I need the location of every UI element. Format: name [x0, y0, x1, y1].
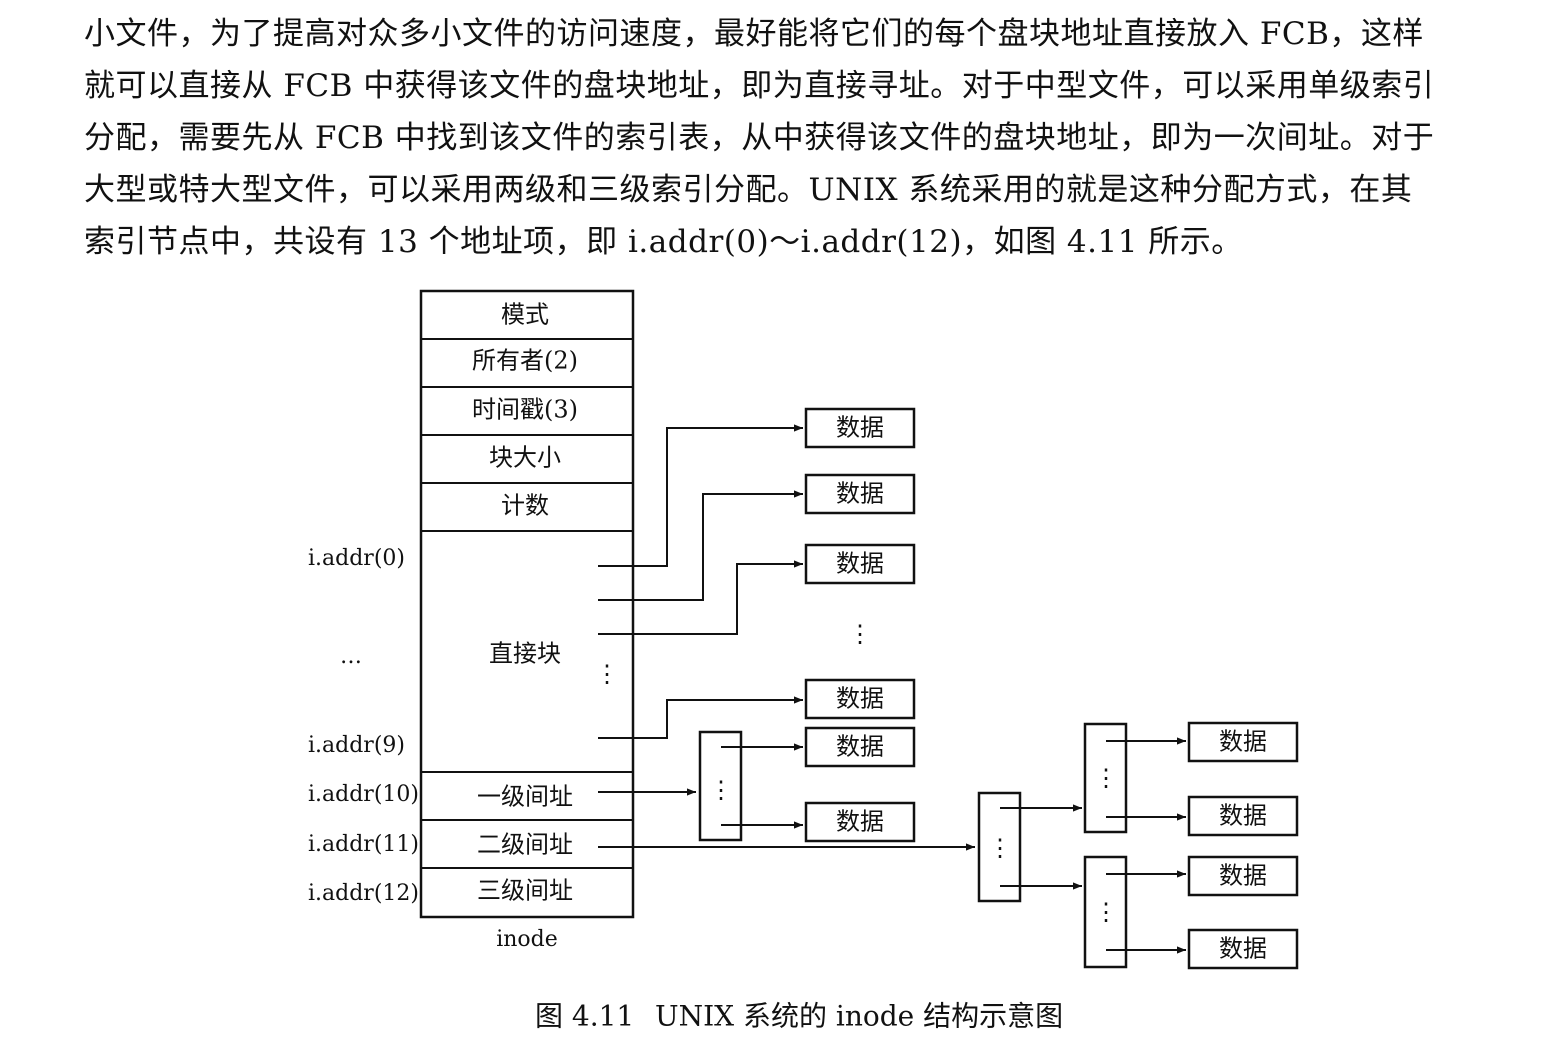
inode-field-count: 计数 — [501, 492, 549, 520]
inode-field-double-indirect: 二级间址 — [477, 831, 573, 859]
double-indirect-structure: ⋮ ⋮ ⋮ 数据 数据 数据 数据 — [598, 721, 1299, 970]
direct-block-ellipsis: ⋮ — [595, 660, 619, 688]
index-block — [977, 791, 1022, 903]
inode-outline — [419, 289, 635, 919]
data-block-label: 数据 — [836, 414, 884, 442]
data-block — [804, 726, 916, 768]
index-block-ellipsis: ⋮ — [709, 776, 733, 804]
paragraph-line: 小文件，为了提高对众多小文件的访问速度，最好能将它们的每个盘块地址直接放入 FC… — [84, 16, 1424, 52]
body-paragraph: 小文件，为了提高对众多小文件的访问速度，最好能将它们的每个盘块地址直接放入 FC… — [84, 8, 1524, 268]
inode-field-single-indirect: 一级间址 — [477, 783, 573, 811]
data-block — [1187, 795, 1299, 837]
data-block-label: 数据 — [836, 480, 884, 508]
addr-label-ellipsis: … — [340, 644, 362, 669]
index-block — [1083, 855, 1128, 969]
direct-pointers — [598, 424, 803, 739]
data-block-label: 数据 — [1219, 862, 1267, 890]
inode-field-direct-blocks: 直接块 — [489, 640, 561, 668]
inode-field-mode: 模式 — [501, 301, 549, 329]
data-block-label: 数据 — [836, 808, 884, 836]
paragraph-line: 索引节点中，共设有 13 个地址项，即 i.addr(0)～i.addr(12)… — [84, 224, 1243, 260]
addr-label-0: i.addr(0) — [308, 546, 405, 571]
data-block — [804, 801, 916, 843]
addr-label-9: i.addr(9) — [308, 733, 405, 758]
single-indirect-structure: ⋮ 数据 数据 — [598, 726, 916, 843]
figure-caption: UNIX 系统的 inode 结构示意图 — [655, 1000, 1063, 1033]
inode-field-timestamp: 时间戳(3) — [472, 396, 578, 424]
inode-field-triple-indirect: 三级间址 — [477, 877, 573, 905]
data-block-label: 数据 — [1219, 935, 1267, 963]
data-block-label: 数据 — [836, 550, 884, 578]
paragraph-line: 大型或特大型文件，可以采用两级和三级索引分配。UNIX 系统采用的就是这种分配方… — [84, 172, 1413, 208]
data-block — [804, 678, 916, 720]
addr-label-12: i.addr(12) — [308, 881, 419, 906]
data-block — [1187, 855, 1299, 897]
paragraph-line: 就可以直接从 FCB 中获得该文件的盘块地址，即为直接寻址。对于中型文件，可以采… — [84, 68, 1435, 104]
data-block — [1187, 721, 1299, 763]
index-block — [698, 730, 743, 842]
data-block-label: 数据 — [1219, 728, 1267, 756]
direct-data-blocks: 数据 数据 数据 ⋮ 数据 — [804, 407, 916, 720]
addr-label-11: i.addr(11) — [308, 832, 419, 857]
data-block — [1187, 928, 1299, 970]
inode-table — [419, 289, 635, 919]
data-block — [804, 407, 916, 449]
index-block-ellipsis: ⋮ — [1094, 898, 1118, 926]
index-block-ellipsis: ⋮ — [988, 834, 1012, 862]
data-block-label: 数据 — [1219, 802, 1267, 830]
data-ellipsis: ⋮ — [848, 620, 872, 648]
data-block — [804, 543, 916, 585]
inode-label: inode — [496, 927, 558, 952]
index-block-ellipsis: ⋮ — [1094, 764, 1118, 792]
data-block — [804, 473, 916, 515]
index-block — [1083, 722, 1128, 834]
data-block-label: 数据 — [836, 733, 884, 761]
addr-label-10: i.addr(10) — [308, 782, 419, 807]
figure-number: 图 4.11 — [535, 1000, 634, 1033]
inode-field-owner: 所有者(2) — [472, 347, 578, 375]
data-block-label: 数据 — [836, 685, 884, 713]
paragraph-line: 分配，需要先从 FCB 中找到该文件的索引表，从中获得该文件的盘块地址，即为一次… — [84, 120, 1435, 156]
inode-field-block-size: 块大小 — [489, 444, 561, 472]
